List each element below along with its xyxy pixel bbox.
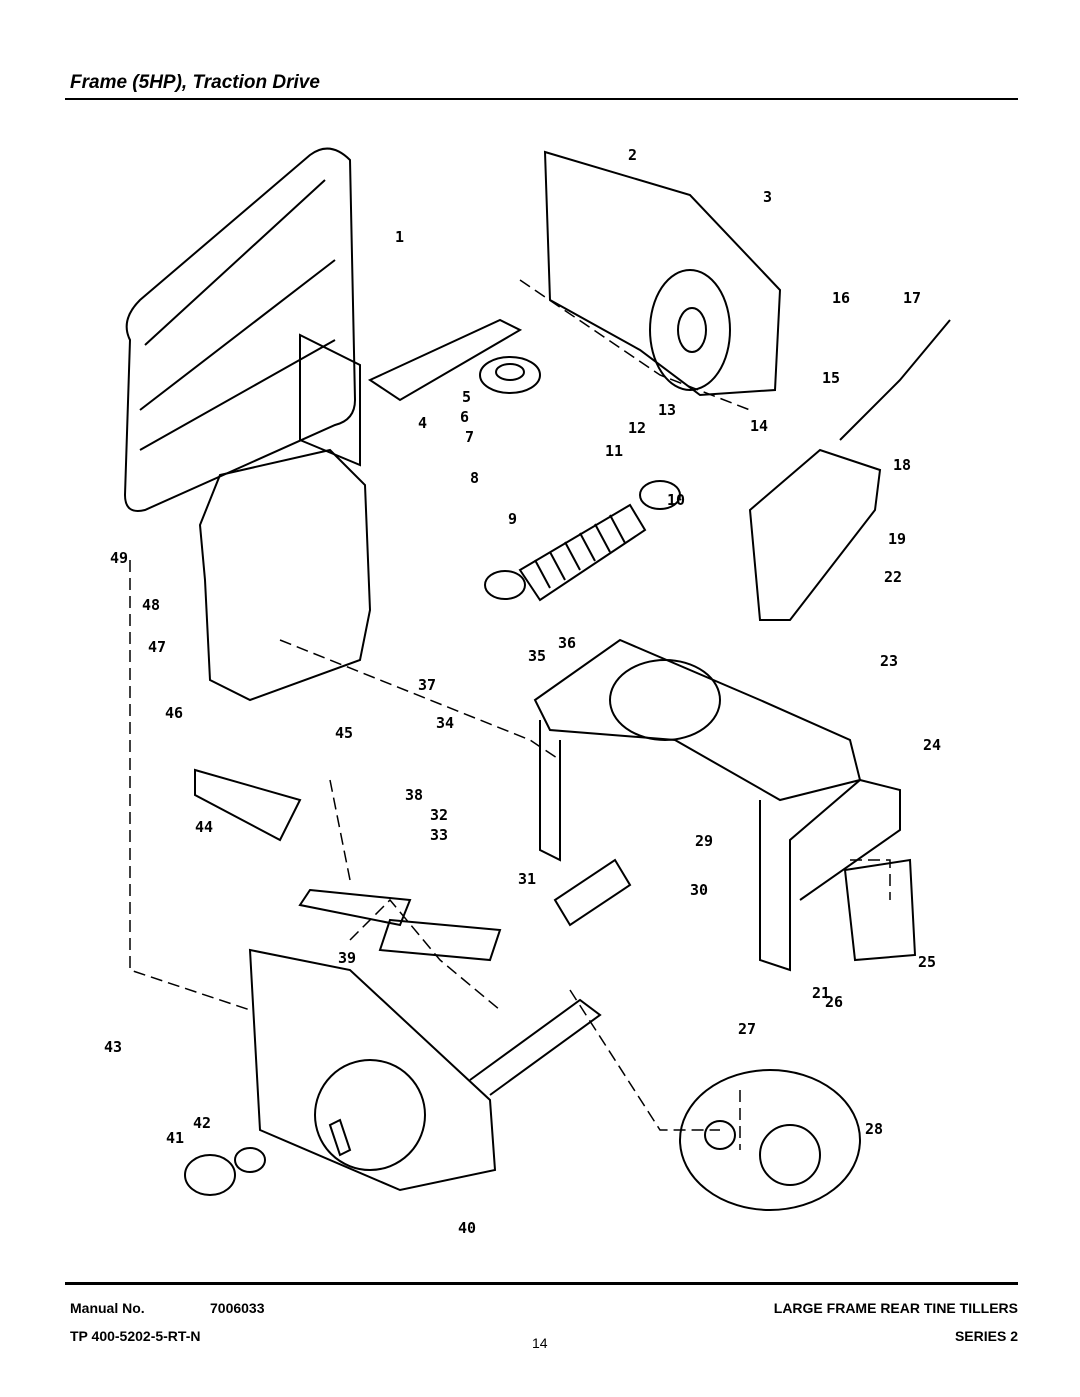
series-label: SERIES 2 (954, 1328, 1018, 1344)
callout-1: 1 (395, 228, 404, 246)
bellows (518, 503, 647, 602)
callout-14: 14 (750, 417, 768, 435)
product-line: LARGE FRAME REAR TINE TILLERS (773, 1300, 1018, 1316)
callout-37: 37 (418, 676, 436, 694)
callout-38: 38 (405, 786, 423, 804)
callout-45: 45 (335, 724, 353, 742)
callout-5: 5 (462, 388, 471, 406)
callout-29: 29 (695, 832, 713, 850)
callout-41: 41 (166, 1129, 184, 1147)
callout-43: 43 (104, 1038, 122, 1056)
handle-frame (123, 147, 357, 512)
callout-40: 40 (458, 1219, 476, 1237)
callout-36: 36 (558, 634, 576, 652)
callout-47: 47 (148, 638, 166, 656)
shift-bracket (748, 448, 882, 621)
callout-28: 28 (865, 1120, 883, 1138)
callout-8: 8 (470, 469, 479, 487)
transmission-case (248, 948, 497, 1192)
title-divider (65, 98, 1018, 100)
callout-18: 18 (893, 456, 911, 474)
pulley-bracket (367, 318, 523, 402)
callout-35: 35 (528, 647, 546, 665)
rear-panel (543, 150, 782, 397)
callout-6: 6 (460, 408, 469, 426)
callout-7: 7 (465, 428, 474, 446)
part-callouts: 1 2 3 4 5 6 7 8 9 10 11 12 13 14 15 16 1… (104, 146, 941, 1237)
page-number: 14 (532, 1335, 548, 1351)
callout-25: 25 (918, 953, 936, 971)
manual-label: Manual No. (70, 1300, 145, 1316)
tp-number: TP 400-5202-5-RT-N (70, 1328, 201, 1344)
callout-4: 4 (418, 414, 427, 432)
transmission-housing (533, 638, 862, 802)
callout-31: 31 (518, 870, 536, 888)
callout-23: 23 (880, 652, 898, 670)
callout-30: 30 (690, 881, 708, 899)
side-plate (843, 858, 917, 962)
callout-13: 13 (658, 401, 676, 419)
callout-22: 22 (884, 568, 902, 586)
callout-21: 21 (812, 984, 830, 1002)
callout-15: 15 (822, 369, 840, 387)
callout-11: 11 (605, 442, 623, 460)
callout-48: 48 (142, 596, 160, 614)
manual-number: 7006033 (210, 1300, 265, 1316)
callout-39: 39 (338, 949, 356, 967)
callout-32: 32 (430, 806, 448, 824)
traction-disc (679, 1069, 861, 1211)
callout-49: 49 (110, 549, 128, 567)
footer-divider (65, 1282, 1018, 1285)
callout-9: 9 (508, 510, 517, 528)
callout-12: 12 (628, 419, 646, 437)
callout-42: 42 (193, 1114, 211, 1132)
callout-3: 3 (763, 188, 772, 206)
callout-24: 24 (923, 736, 941, 754)
callout-46: 46 (165, 704, 183, 722)
callout-2: 2 (628, 146, 637, 164)
exploded-parts-diagram: 1 2 3 4 5 6 7 8 9 10 11 12 13 14 15 16 1… (104, 146, 951, 1237)
callout-26: 26 (825, 993, 843, 1011)
callout-17: 17 (903, 289, 921, 307)
fuel-tank (198, 448, 372, 702)
callout-27: 27 (738, 1020, 756, 1038)
callout-33: 33 (430, 826, 448, 844)
callout-34: 34 (436, 714, 454, 732)
page-title: Frame (5HP), Traction Drive (70, 72, 320, 93)
callout-44: 44 (195, 818, 213, 836)
callout-19: 19 (888, 530, 906, 548)
callout-10: 10 (667, 491, 685, 509)
callout-16: 16 (832, 289, 850, 307)
